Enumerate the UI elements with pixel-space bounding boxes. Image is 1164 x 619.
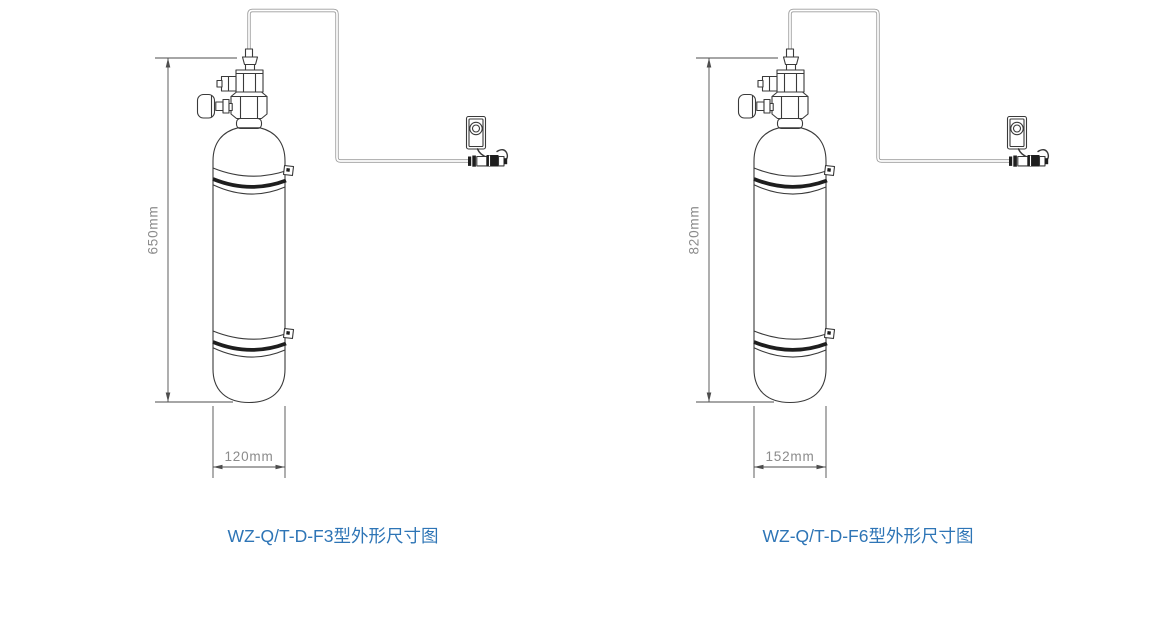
- f6-width-dimension-label: 152mm: [765, 449, 814, 464]
- f6-figure-caption: WZ-Q/T-D-F6型外形尺寸图: [763, 526, 974, 546]
- f3-height-dimension-label: 650mm: [146, 205, 161, 254]
- figure-f3-drawing: [153, 8, 510, 480]
- f3-width-dimension-label: 120mm: [224, 449, 273, 464]
- figure-f6-drawing: [694, 8, 1051, 480]
- f3-figure-caption: WZ-Q/T-D-F3型外形尺寸图: [228, 526, 439, 546]
- f6-height-dimension-label: 820mm: [687, 205, 702, 254]
